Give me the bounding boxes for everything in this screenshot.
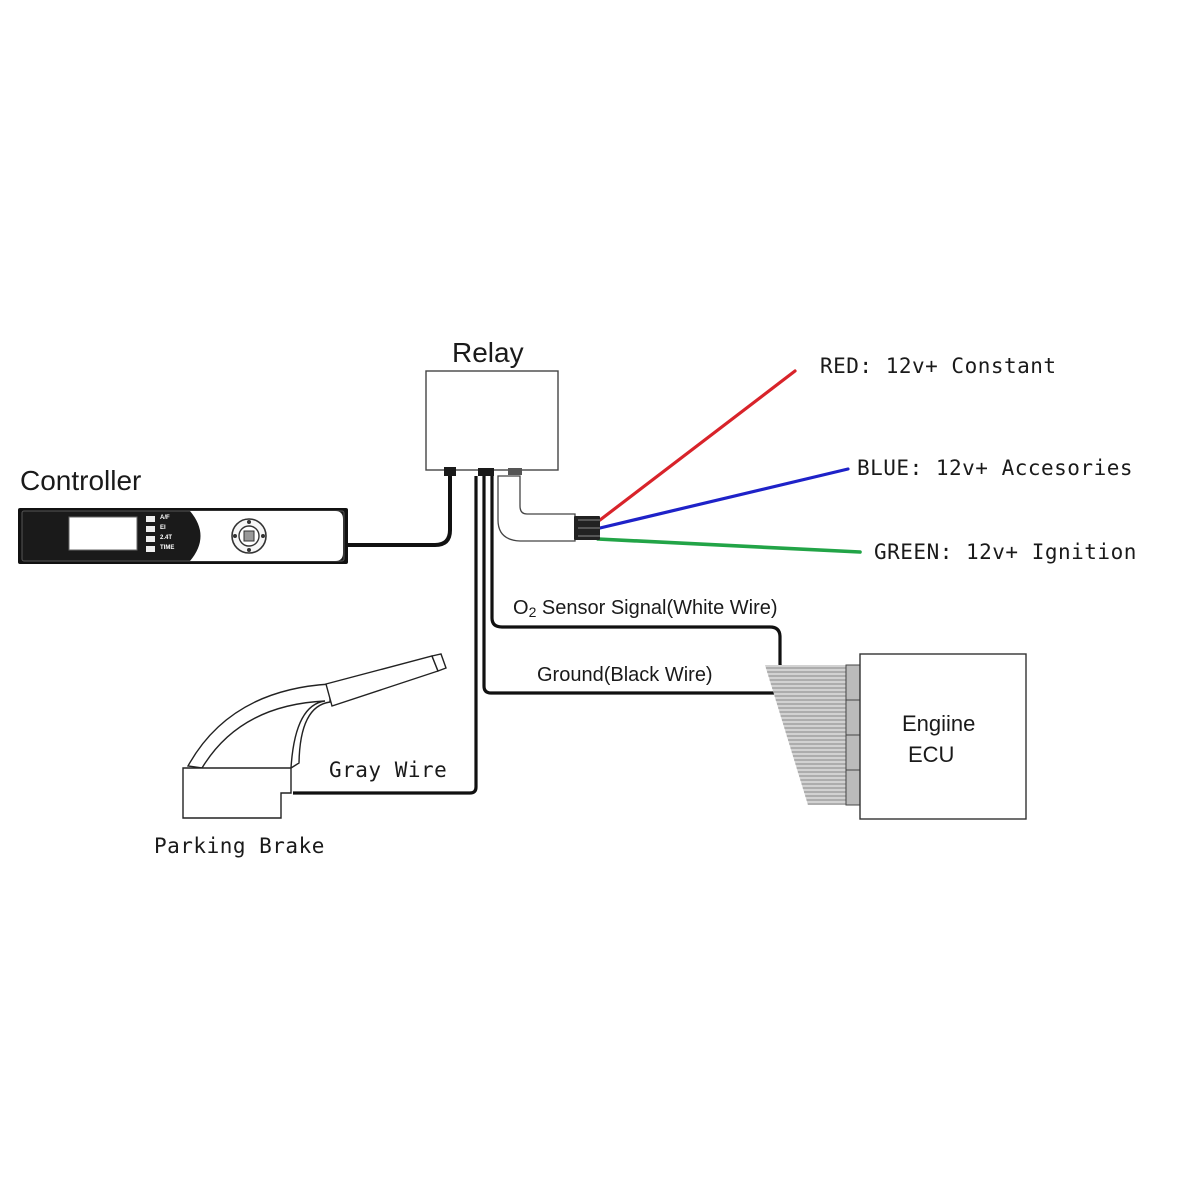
ecu-label-line2: ECU — [908, 742, 955, 767]
ground-wire-label: Ground(Black Wire) — [537, 664, 713, 686]
controller-mode-label: A/F — [160, 515, 170, 521]
gray-wire-label: Gray Wire — [329, 758, 448, 782]
controller-cable — [348, 476, 452, 547]
ecu-harness — [765, 664, 861, 806]
green-wire-label: GREEN: 12v+ Ignition — [874, 540, 1137, 564]
gray-wire — [293, 476, 478, 795]
controller-mode-label: EI — [160, 525, 166, 531]
relay-terminal — [508, 468, 522, 475]
controller-display — [68, 516, 138, 551]
ecu-box — [859, 653, 1027, 820]
relay-box — [425, 370, 559, 471]
red-wire — [598, 369, 797, 522]
relay-title: Relay — [452, 337, 524, 368]
ecu-label-line1: Engiine — [902, 711, 976, 736]
controller-unit — [18, 508, 348, 564]
controller-mode-label: 2.4T — [160, 535, 173, 541]
blue-wire — [598, 467, 850, 530]
controller-mode-label: TIME — [160, 545, 175, 551]
relay-terminal — [444, 467, 456, 476]
o2-sensor-label: O2 Sensor Signal(White Wire) — [513, 597, 778, 620]
controller-title: Controller — [20, 465, 142, 496]
power-harness — [497, 475, 600, 542]
parking-brake-label: Parking Brake — [154, 834, 325, 858]
relay-terminal — [478, 468, 494, 476]
green-wire — [596, 537, 862, 554]
o2-sensor-wire — [490, 476, 790, 670]
blue-wire-label: BLUE: 12v+ Accesories — [857, 456, 1134, 480]
controller-dpad — [231, 518, 267, 554]
red-wire-label: RED: 12v+ Constant — [820, 354, 1057, 378]
parking-brake-lever — [182, 653, 447, 819]
